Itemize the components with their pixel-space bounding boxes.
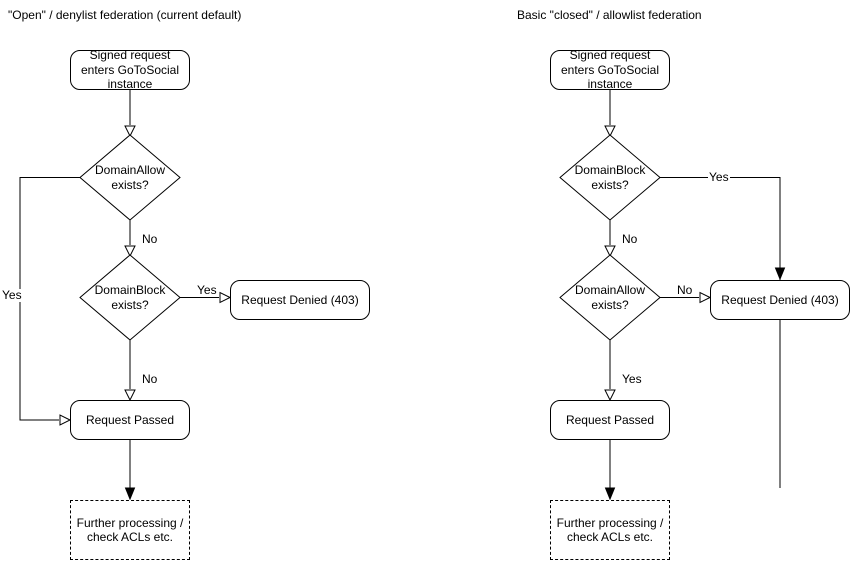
right-connector-decision2-to-passed — [604, 340, 616, 402]
left-connector-decision1-yes-to-passed — [19, 177, 80, 426]
left-edge-label-decision1-no: No — [141, 232, 159, 247]
right-connector-decision2-to-denied — [660, 291, 712, 304]
right-edge-label-decision1-yes: Yes — [708, 170, 730, 185]
right-decision-domainallow-shape — [559, 254, 661, 341]
left-flowchart-title: "Open" / denylist federation (current de… — [8, 8, 242, 22]
right-connector-passed-to-further — [604, 440, 616, 501]
left-decision-domainallow-shape — [79, 134, 181, 221]
right-flowchart-title: Basic "closed" / allowlist federation — [517, 8, 702, 22]
left-connector-passed-to-further — [124, 440, 136, 501]
left-edge-label-decision2-yes: Yes — [196, 283, 218, 298]
right-decision-domainblock-shape — [559, 134, 661, 221]
left-connector-decision1-to-decision2 — [124, 220, 136, 258]
right-connector-decision1-yes-to-denied — [660, 177, 786, 488]
left-passed-node: Request Passed — [70, 400, 190, 440]
right-passed-node: Request Passed — [550, 400, 670, 440]
right-denied-node: Request Denied (403) — [710, 280, 850, 320]
left-decision-domainblock-shape — [79, 254, 181, 341]
left-connector-decision2-to-passed — [124, 340, 136, 402]
left-connector-decision2-to-denied — [180, 291, 232, 304]
left-further-processing-node: Further processing / check ACLs etc. — [70, 500, 190, 560]
left-edge-label-decision1-yes: Yes — [1, 288, 23, 303]
right-edge-label-decision2-yes: Yes — [621, 372, 643, 387]
right-start-node: Signed request enters GoToSocial instanc… — [550, 48, 670, 91]
left-edge-label-decision2-no: No — [141, 372, 159, 387]
right-further-processing-node: Further processing / check ACLs etc. — [550, 500, 670, 560]
right-connector-start-to-decision1 — [604, 90, 616, 138]
left-denied-node: Request Denied (403) — [230, 280, 370, 320]
left-connector-start-to-decision1 — [124, 90, 136, 138]
left-start-node: Signed request enters GoToSocial instanc… — [70, 48, 190, 91]
right-connector-decision1-to-decision2 — [604, 220, 616, 258]
right-edge-label-decision1-no: No — [621, 232, 639, 247]
right-edge-label-decision2-no: No — [676, 283, 694, 298]
